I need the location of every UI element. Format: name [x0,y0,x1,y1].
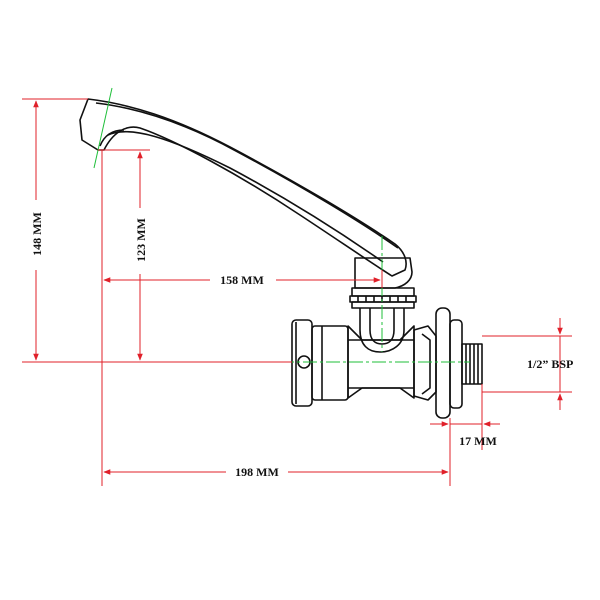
label-bg-123 [128,208,152,274]
spout [79,98,407,277]
dim-label-123: 123 MM [134,218,148,262]
dim-label-148: 148 MM [30,212,44,256]
label-bg-148 [24,200,48,270]
center-lines [93,87,470,363]
dim-label-17: 17 MM [459,434,497,448]
dimension-lines [22,98,572,486]
dim-label-158: 158 MM [220,273,264,287]
dim-label-198: 198 MM [235,465,279,479]
valve-body [347,325,415,399]
threaded-inlet [461,343,483,385]
handle-knob [291,319,349,407]
label-bg-198 [226,463,288,481]
hex-nut [413,325,437,401]
wall-flange [435,307,463,419]
dim-label-bsp: 1/2” BSP [527,357,573,371]
label-bg-158 [210,271,276,289]
